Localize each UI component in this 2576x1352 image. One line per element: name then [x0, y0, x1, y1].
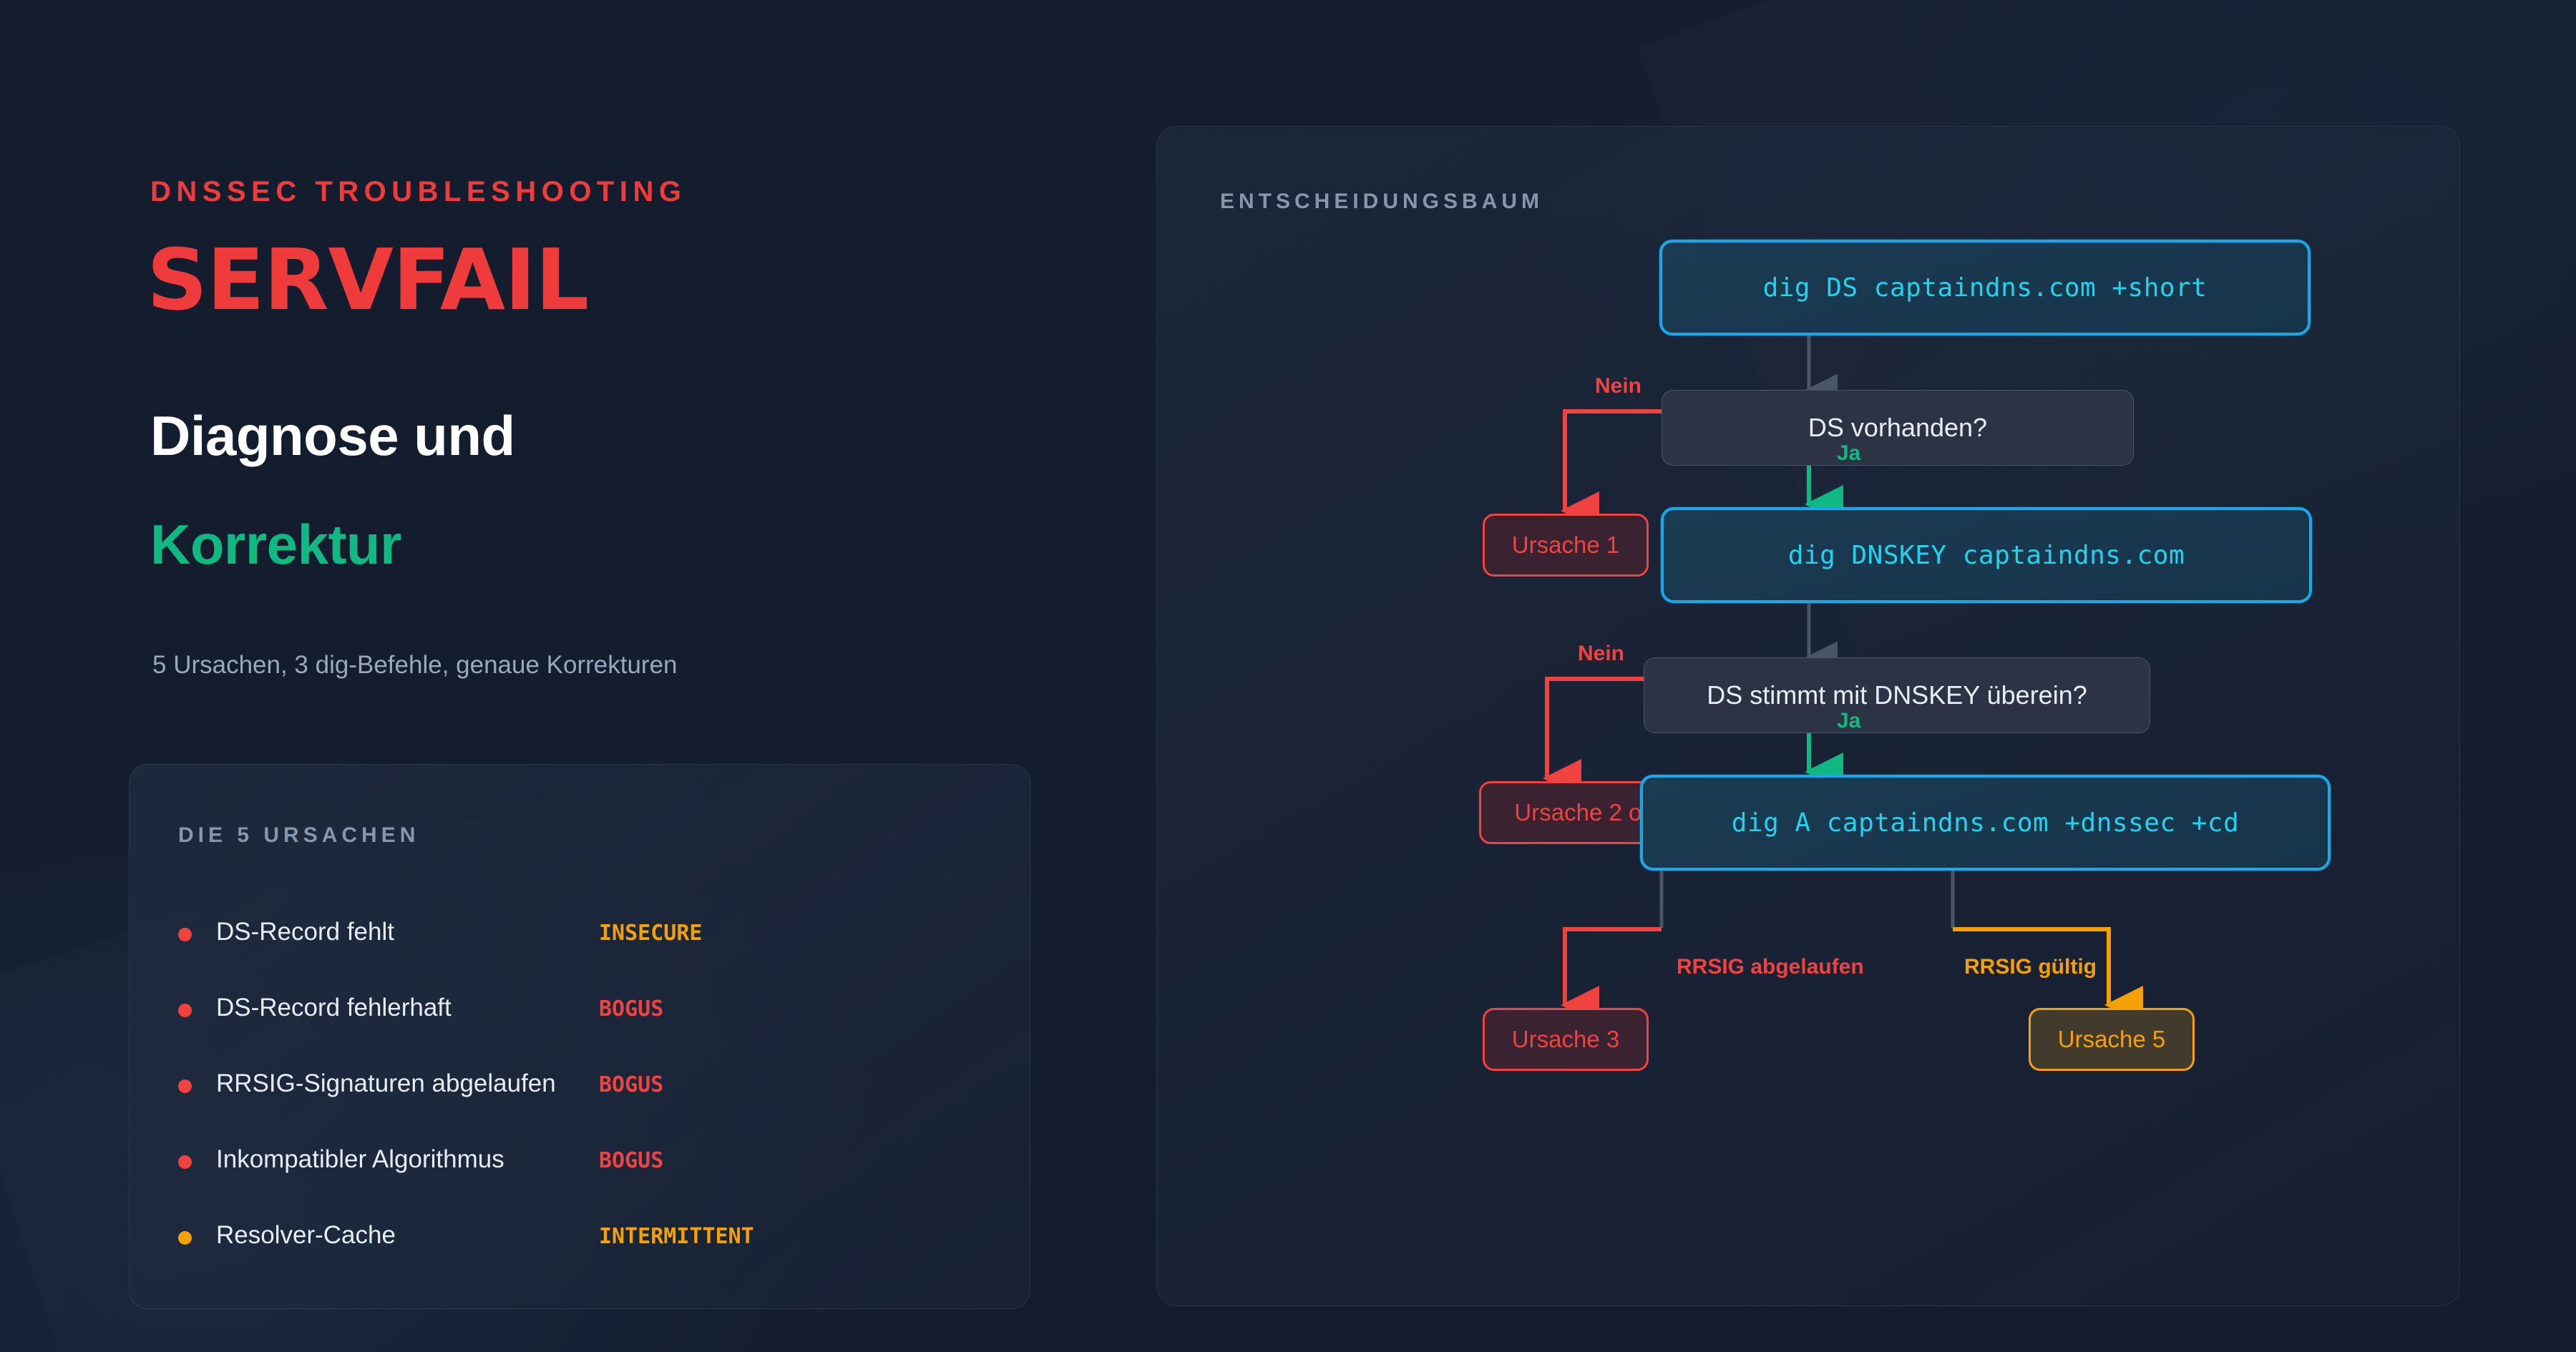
status-badge: BOGUS — [599, 996, 664, 1022]
edge-label-ja-1: Ja — [1837, 441, 1861, 465]
command-text: dig DNSKEY captaindns.com — [1787, 540, 2185, 570]
result-text: Ursache 3 — [1511, 1026, 1620, 1052]
status-badge: INSECURE — [599, 921, 703, 946]
left-column: DNSSEC TROUBLESHOOTING SERVFAIL Diagnose… — [129, 0, 1073, 1352]
command-node-3[interactable]: dig A captaindns.com +dnssec +cd — [1640, 775, 2331, 871]
question-node-ds-present[interactable]: DS vorhanden? — [1662, 390, 2134, 466]
edge-label-rrsig-gueltig: RRSIG gültig — [1964, 955, 2097, 979]
heading-line-1: Diagnose und — [150, 404, 515, 467]
subtitle: 5 Ursachen, 3 dig-Befehle, genaue Korrek… — [152, 651, 678, 679]
causes-card: DIE 5 URSACHEN DS-Record fehlt INSECURE … — [129, 764, 1030, 1309]
result-text: Ursache 1 — [1511, 532, 1620, 558]
cause-label: Inkompatibler Algorithmus — [216, 1145, 504, 1173]
heading-line-2: Korrektur — [150, 513, 401, 576]
decision-tree-title: ENTSCHEIDUNGSBAUM — [1220, 190, 1544, 213]
status-dot-icon — [178, 928, 192, 941]
list-item: Inkompatibler Algorithmus BOGUS — [178, 1145, 980, 1178]
cause-label: Resolver-Cache — [216, 1221, 396, 1249]
result-node-ursache-5[interactable]: Ursache 5 — [2029, 1008, 2195, 1071]
command-text: dig DS captaindns.com +short — [1762, 273, 2207, 303]
status-dot-icon — [178, 1079, 192, 1093]
list-item: DS-Record fehlerhaft BOGUS — [178, 994, 980, 1027]
question-node-ds-matches-dnskey[interactable]: DS stimmt mit DNSKEY überein? — [1644, 657, 2150, 733]
list-item: Resolver-Cache INTERMITTENT — [178, 1221, 980, 1254]
command-node-2[interactable]: dig DNSKEY captaindns.com — [1661, 507, 2312, 603]
page-title: SERVFAIL — [147, 230, 589, 329]
status-dot-icon — [178, 1004, 192, 1017]
status-badge: BOGUS — [599, 1072, 664, 1097]
result-node-ursache-3[interactable]: Ursache 3 — [1483, 1008, 1649, 1071]
question-text: DS stimmt mit DNSKEY überein? — [1707, 680, 2087, 710]
status-badge: BOGUS — [599, 1148, 664, 1173]
edge-label-nein-2: Nein — [1578, 642, 1625, 665]
command-node-1[interactable]: dig DS captaindns.com +short — [1659, 240, 2311, 335]
edge-label-rrsig-abgelaufen: RRSIG abgelaufen — [1677, 955, 1864, 979]
cause-label: DS-Record fehlt — [216, 918, 394, 946]
question-text: DS vorhanden? — [1807, 413, 1988, 442]
cause-label: RRSIG-Signaturen abgelaufen — [216, 1069, 556, 1097]
decision-tree-panel: ENTSCHEIDUNGSBAUM — [1156, 126, 2460, 1306]
status-dot-icon — [178, 1231, 192, 1245]
edge-label-ja-2: Ja — [1837, 709, 1861, 733]
cause-label: DS-Record fehlerhaft — [216, 994, 452, 1022]
list-item: DS-Record fehlt INSECURE — [178, 918, 980, 951]
causes-card-title: DIE 5 URSACHEN — [178, 823, 420, 847]
result-node-ursache-1[interactable]: Ursache 1 — [1483, 514, 1649, 577]
list-item: RRSIG-Signaturen abgelaufen BOGUS — [178, 1069, 980, 1102]
status-dot-icon — [178, 1155, 192, 1169]
edge-label-nein-1: Nein — [1595, 374, 1642, 398]
status-badge: INTERMITTENT — [599, 1224, 754, 1249]
command-text: dig A captaindns.com +dnssec +cd — [1731, 808, 2240, 838]
result-text: Ursache 5 — [2057, 1026, 2166, 1052]
eyebrow-label: DNSSEC TROUBLESHOOTING — [150, 176, 687, 207]
